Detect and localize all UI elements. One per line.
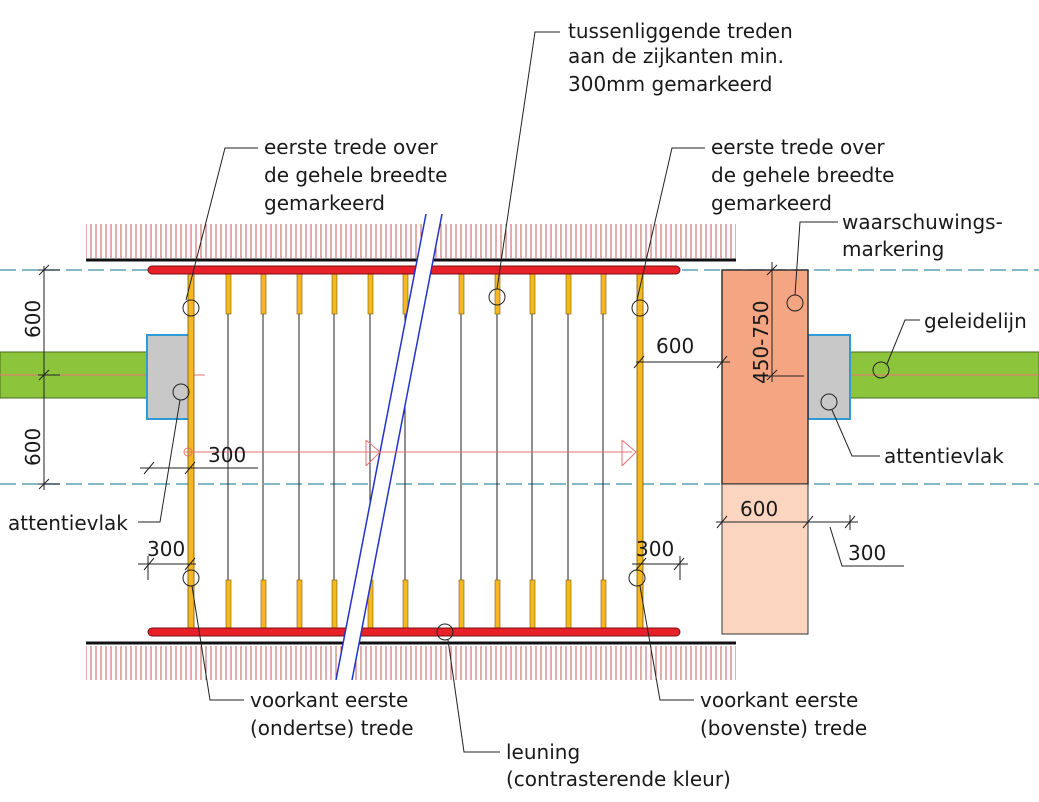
- marker-first-tread-right: [631, 299, 649, 317]
- marker-attention-left: [172, 383, 190, 401]
- dim-gap-600: 600: [656, 334, 694, 358]
- dim-bottom-left-300: 300: [147, 537, 185, 561]
- leader-first-tread-left: [185, 147, 258, 301]
- stair-treads: [227, 278, 604, 630]
- label-intermediate-treads: tussenliggende treden aan de zijkanten m…: [568, 19, 793, 96]
- dimension-width-600: [716, 515, 858, 530]
- tread-side-markings-top: [225, 273, 607, 315]
- leader-attention-right: [831, 409, 880, 457]
- dim-right-300: 300: [848, 541, 886, 565]
- leader-intermediate: [496, 31, 560, 290]
- dim-width-600: 600: [740, 497, 778, 521]
- label-handrail: leuning (contrasterende kleur): [506, 740, 731, 791]
- svg-text:gemarkeerd: gemarkeerd: [711, 191, 832, 215]
- svg-text:tussenliggende treden: tussenliggende treden: [568, 19, 793, 43]
- marker-attention-right: [820, 393, 838, 411]
- svg-text:(bovenste) trede: (bovenste) trede: [700, 716, 867, 740]
- dim-left-upper: 600: [21, 300, 45, 338]
- leader-right-300: [829, 526, 904, 567]
- leader-first-tread-right: [636, 147, 705, 301]
- tread-side-markings-bottom: [225, 579, 607, 631]
- dimension-450-750: [760, 262, 804, 382]
- dimension-gap-600: [633, 355, 730, 369]
- label-first-tread-left: eerste trede over de gehele breedte gema…: [264, 135, 448, 215]
- leader-front-top: [639, 585, 694, 701]
- dim-450-750: 450-750: [749, 300, 773, 384]
- wall-hatching-bottom: [86, 646, 736, 680]
- svg-text:aan de zijkanten min.: aan de zijkanten min.: [568, 44, 784, 68]
- svg-text:de gehele breedte: de gehele breedte: [264, 163, 448, 187]
- svg-text:leuning: leuning: [506, 740, 580, 764]
- dim-inner-300: 300: [208, 443, 246, 467]
- leader-front-bottom: [191, 585, 244, 701]
- label-guide-line: geleidelijn: [924, 309, 1027, 333]
- first-tread-marking-left: [187, 273, 195, 633]
- svg-text:voorkant eerste: voorkant eerste: [700, 688, 858, 712]
- svg-text:gemarkeerd: gemarkeerd: [264, 191, 385, 215]
- first-tread-marking-right: [636, 273, 644, 633]
- wall-hatching-top: [86, 224, 736, 258]
- direction-start: [183, 447, 193, 457]
- attention-area-left: [146, 334, 190, 420]
- label-first-tread-right: eerste trede over de gehele breedte gema…: [711, 135, 895, 215]
- label-attention-right: attentievlak: [884, 444, 1004, 468]
- warning-marking-extension: [721, 483, 809, 635]
- marker-first-tread-left: [182, 299, 200, 317]
- label-warning-marking: waarschuwings- markering: [842, 210, 1003, 261]
- svg-text:de gehele breedte: de gehele breedte: [711, 163, 895, 187]
- marker-front-bottom-left: [182, 569, 200, 587]
- leader-guide: [886, 319, 920, 365]
- direction-arrow-2: [621, 439, 637, 467]
- break-line-left: [335, 213, 427, 681]
- svg-text:markering: markering: [842, 237, 944, 261]
- svg-text:waarschuwings-: waarschuwings-: [842, 210, 1003, 234]
- svg-text:eerste trede over: eerste trede over: [711, 135, 885, 159]
- svg-text:(ondertse) trede: (ondertse) trede: [250, 716, 414, 740]
- attention-area-right: [807, 334, 851, 420]
- direction-arrow-1: [365, 439, 381, 467]
- leader-attention-left: [138, 399, 181, 523]
- marker-guide: [872, 361, 890, 379]
- dimension-inner-300: [140, 461, 258, 475]
- dim-left-lower: 600: [21, 428, 45, 466]
- svg-text:eerste trede over: eerste trede over: [264, 135, 438, 159]
- dimension-bottom-left-300: [138, 556, 196, 580]
- svg-text:voorkant eerste: voorkant eerste: [250, 688, 408, 712]
- leader-warning: [794, 221, 838, 296]
- svg-text:(contrasterende kleur): (contrasterende kleur): [506, 767, 731, 791]
- marker-front-top-right: [628, 569, 646, 587]
- label-front-bottom: voorkant eerste (ondertse) trede: [250, 688, 414, 740]
- dim-bottom-right-300: 300: [636, 537, 674, 561]
- break-line: [336, 214, 442, 680]
- svg-text:300mm gemarkeerd: 300mm gemarkeerd: [568, 72, 773, 96]
- leader-handrail: [447, 639, 500, 753]
- label-attention-left: attentievlak: [8, 511, 128, 535]
- handrail-bottom: [147, 627, 681, 637]
- dimension-left: [38, 264, 60, 490]
- label-front-top: voorkant eerste (bovenste) trede: [700, 688, 867, 740]
- dimension-bottom-right-300: [632, 556, 688, 580]
- break-line-right: [351, 213, 443, 681]
- marker-handrail: [436, 623, 454, 641]
